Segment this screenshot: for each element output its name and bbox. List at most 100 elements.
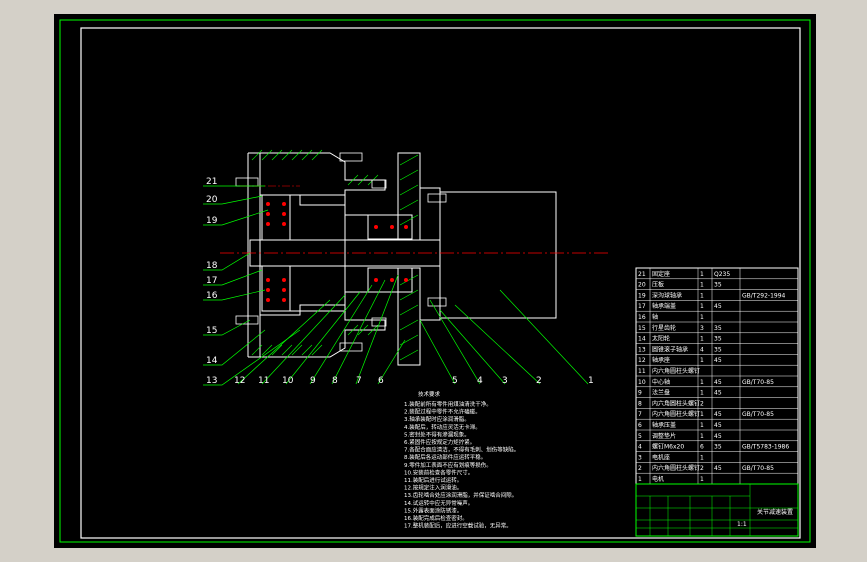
drawing-title: 关节减速装置	[757, 508, 793, 516]
note-line: 15.外露表面涂防锈漆。	[404, 506, 462, 514]
parts-cell-name: 圆锥滚子轴承	[652, 345, 688, 353]
note-line: 9.零件加工表面不应有划痕等损伤。	[404, 461, 492, 469]
parts-cell-name: 固定座	[652, 270, 670, 278]
callout-label: 10	[282, 376, 294, 386]
parts-cell-qty: 1	[700, 411, 704, 418]
parts-cell-no: 3	[638, 454, 642, 461]
note-line: 12.按规定注入润滑油。	[404, 484, 462, 492]
callout-label: 1	[588, 376, 594, 386]
callout-leaders-left	[203, 185, 301, 386]
sheet-outer-border	[59, 19, 811, 543]
note-line: 2.装配过程中零件不允许磕碰。	[404, 408, 481, 416]
parts-cell-no: 10	[638, 379, 646, 386]
note-line: 11.装配后进行试运转。	[404, 476, 462, 484]
parts-cell-mat: 35	[714, 444, 722, 451]
drawing-sheet	[54, 14, 816, 548]
parts-cell-name: 内六角圆柱头螺钉	[652, 367, 700, 375]
parts-cell-mat: 45	[714, 357, 722, 364]
bearing-balls	[266, 202, 408, 302]
bearing-upper-left	[261, 194, 291, 241]
parts-cell-mat: 45	[714, 465, 722, 472]
parts-cell-mat: 35	[714, 325, 722, 332]
parts-cell-mat: 45	[714, 422, 722, 429]
parts-cell-no: 14	[638, 336, 646, 343]
callout-label: 2	[536, 376, 542, 386]
note-line: 17.整机装配后，应进行空载试验，无异常。	[404, 522, 512, 530]
note-line: 16.装配完成后检查密封。	[404, 514, 468, 522]
bearing-upper-right	[367, 214, 413, 240]
sheet-inner-frame	[80, 27, 801, 539]
parts-cell-qty: 1	[700, 390, 704, 397]
parts-cell-no: 17	[638, 303, 646, 310]
note-line: 8.装配后各运动部件应运转平稳。	[404, 453, 486, 461]
callout-label: 5	[452, 376, 458, 386]
parts-cell-name: 行星齿轮	[652, 324, 676, 332]
parts-cell-no: 2	[638, 465, 642, 472]
note-line: 3.轴承装配时应涂润滑脂。	[404, 415, 470, 423]
parts-cell-no: 6	[638, 422, 642, 429]
drawing-scale: 1:1	[737, 521, 747, 528]
note-line: 7.各配合面应清洁，不得有毛刺、划伤等缺陷。	[404, 446, 519, 454]
parts-cell-qty: 1	[700, 303, 704, 310]
callout-label: 15	[206, 326, 217, 336]
parts-cell-no: 7	[638, 411, 642, 418]
parts-cell-std: GB/T5783-1986	[742, 444, 789, 451]
callout-label: 18	[206, 261, 218, 271]
callout-label: 17	[206, 276, 217, 286]
parts-cell-name: 内六角圆柱头螺钉	[652, 410, 700, 418]
note-line: 6.紧固件应按规定力矩拧紧。	[404, 438, 475, 446]
title-block: 关节减速装置 1:1	[635, 483, 799, 537]
callout-leaders-bottom	[237, 274, 589, 385]
section-hatching	[251, 149, 419, 361]
note-line: 5.密封处不得有渗漏现象。	[404, 430, 470, 438]
callout-label: 7	[356, 376, 362, 386]
callout-label: 21	[206, 177, 217, 187]
callout-label: 6	[378, 376, 384, 386]
parts-cell-name: 太阳轮	[652, 335, 670, 343]
note-line: 13.齿轮啮合处应涂润滑脂，并保证啮合间隙。	[404, 491, 517, 499]
assembly-section-view	[247, 152, 557, 366]
parts-cell-qty: 1	[700, 422, 704, 429]
parts-cell-std: GB/T70-85	[742, 465, 774, 472]
callout-label: 9	[310, 376, 316, 386]
parts-cell-no: 21	[638, 271, 646, 278]
callout-labels-bottom: 12 11 10 9 8 7 6 5 4 3 2 1	[234, 376, 594, 386]
parts-cell-qty: 1	[700, 271, 704, 278]
note-line: 10.安装前检查各零件尺寸。	[404, 468, 473, 476]
parts-cell-name: 轴承压盖	[652, 421, 676, 429]
parts-cell-qty: 1	[700, 292, 704, 299]
inner-steps	[345, 214, 368, 293]
parts-cell-no: 16	[638, 314, 646, 321]
callout-label: 8	[332, 376, 338, 386]
parts-cell-no: 4	[638, 444, 642, 451]
bearing-lower-left	[261, 265, 291, 312]
callout-label: 11	[258, 376, 269, 386]
parts-cell-qty: 3	[700, 325, 704, 332]
parts-cell-no: 11	[638, 368, 646, 375]
parts-cell-qty: 1	[700, 357, 704, 364]
parts-cell-mat: 35	[714, 346, 722, 353]
parts-cell-no: 5	[638, 433, 642, 440]
flange	[397, 152, 421, 366]
parts-cell-name: 内六角圆柱头螺钉	[652, 464, 700, 472]
parts-cell-no: 1	[638, 476, 642, 483]
parts-cell-name: 中心轴	[652, 378, 670, 386]
parts-cell-mat: 35	[714, 336, 722, 343]
parts-cell-qty: 1	[700, 314, 704, 321]
notes-title: 技术要求	[418, 390, 441, 398]
parts-cell-mat: 45	[714, 390, 722, 397]
parts-cell-qty: 1	[700, 454, 704, 461]
parts-cell-qty: 1	[700, 433, 704, 440]
parts-cell-qty: 1	[700, 336, 704, 343]
parts-cell-name: 内六角圆柱头螺钉	[652, 399, 700, 407]
parts-cell-mat: 45	[714, 433, 722, 440]
parts-cell-name: 轴承端盖	[652, 302, 676, 310]
parts-cell-no: 12	[638, 357, 646, 364]
parts-cell-name: 螺钉M6x20	[652, 443, 684, 451]
parts-cell-name: 法兰盘	[652, 389, 670, 397]
parts-cell-qty: 2	[700, 400, 704, 407]
parts-cell-no: 19	[638, 292, 646, 299]
parts-cell-no: 8	[638, 400, 642, 407]
